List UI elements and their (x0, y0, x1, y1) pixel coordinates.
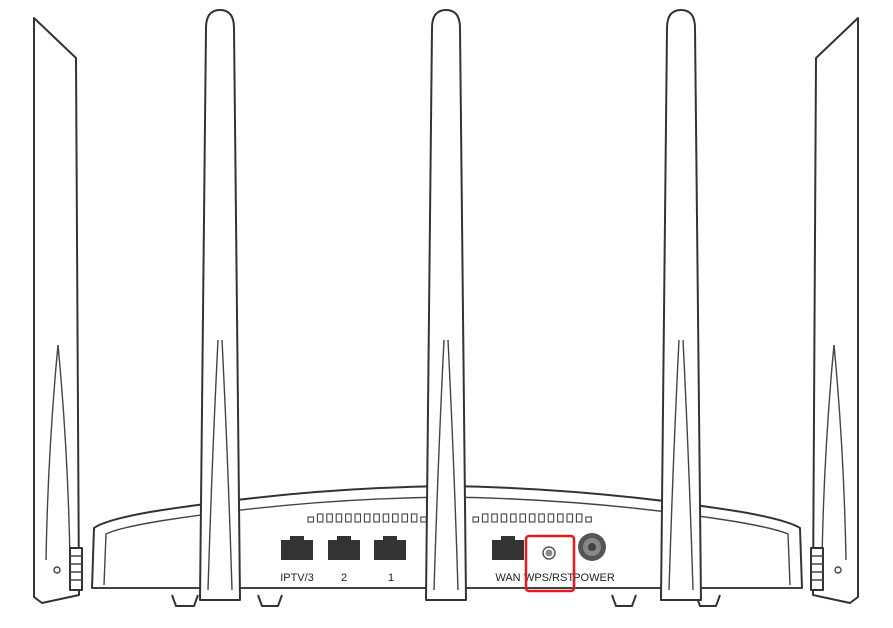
power-label: POWER (573, 572, 615, 584)
vent-slot (363, 513, 371, 523)
vent-right (472, 513, 592, 523)
wps-rst-button (542, 546, 556, 560)
vent-slot (519, 513, 527, 523)
vent-slot (401, 513, 409, 523)
vent-slot (345, 513, 352, 523)
vent-slot (472, 516, 480, 523)
vent-slot (500, 513, 508, 523)
vent-slot (557, 513, 564, 523)
vent-slot (392, 513, 399, 523)
vent-slot (382, 513, 390, 523)
ethernet-port-iptv3 (281, 536, 313, 560)
vent-slot (316, 513, 324, 523)
vent-slot (510, 513, 517, 523)
antenna-outer-right (810, 17, 859, 604)
foot-left-inner (257, 594, 283, 607)
vent-slot (410, 513, 418, 523)
vent-slot (307, 516, 315, 523)
ethernet-port-1 (374, 536, 406, 560)
vent-slot (354, 513, 362, 523)
wps-rst-label: WPS/RST (524, 572, 574, 584)
vent-slot (538, 513, 545, 523)
port-label-iptv3: IPTV/3 (280, 572, 314, 584)
port-label-wan: WAN (495, 572, 520, 584)
vent-slot (547, 513, 555, 523)
antenna-center (425, 9, 467, 601)
vent-slot (575, 513, 583, 523)
port-label-2: 2 (341, 572, 347, 584)
power-jack (578, 533, 606, 561)
vent-slot (528, 513, 536, 523)
port-label-1: 1 (388, 572, 394, 584)
foot-left-outer (171, 594, 199, 607)
antenna-inner-left (199, 9, 241, 601)
vent-slot (373, 513, 380, 523)
vent-slot (420, 516, 427, 523)
foot-right-inner (611, 594, 637, 607)
ethernet-port-2 (328, 536, 360, 560)
vent-slot (335, 513, 343, 523)
vent-slot (481, 513, 489, 523)
antenna-outer-left (33, 17, 83, 604)
vent-slot (566, 513, 574, 523)
ethernet-port-wan (492, 536, 524, 560)
antenna-inner-right (660, 9, 702, 601)
vent-slot (585, 516, 592, 523)
wps-rst-highlight (524, 534, 576, 593)
vent-slot (491, 513, 498, 523)
vent-slot (326, 513, 333, 523)
